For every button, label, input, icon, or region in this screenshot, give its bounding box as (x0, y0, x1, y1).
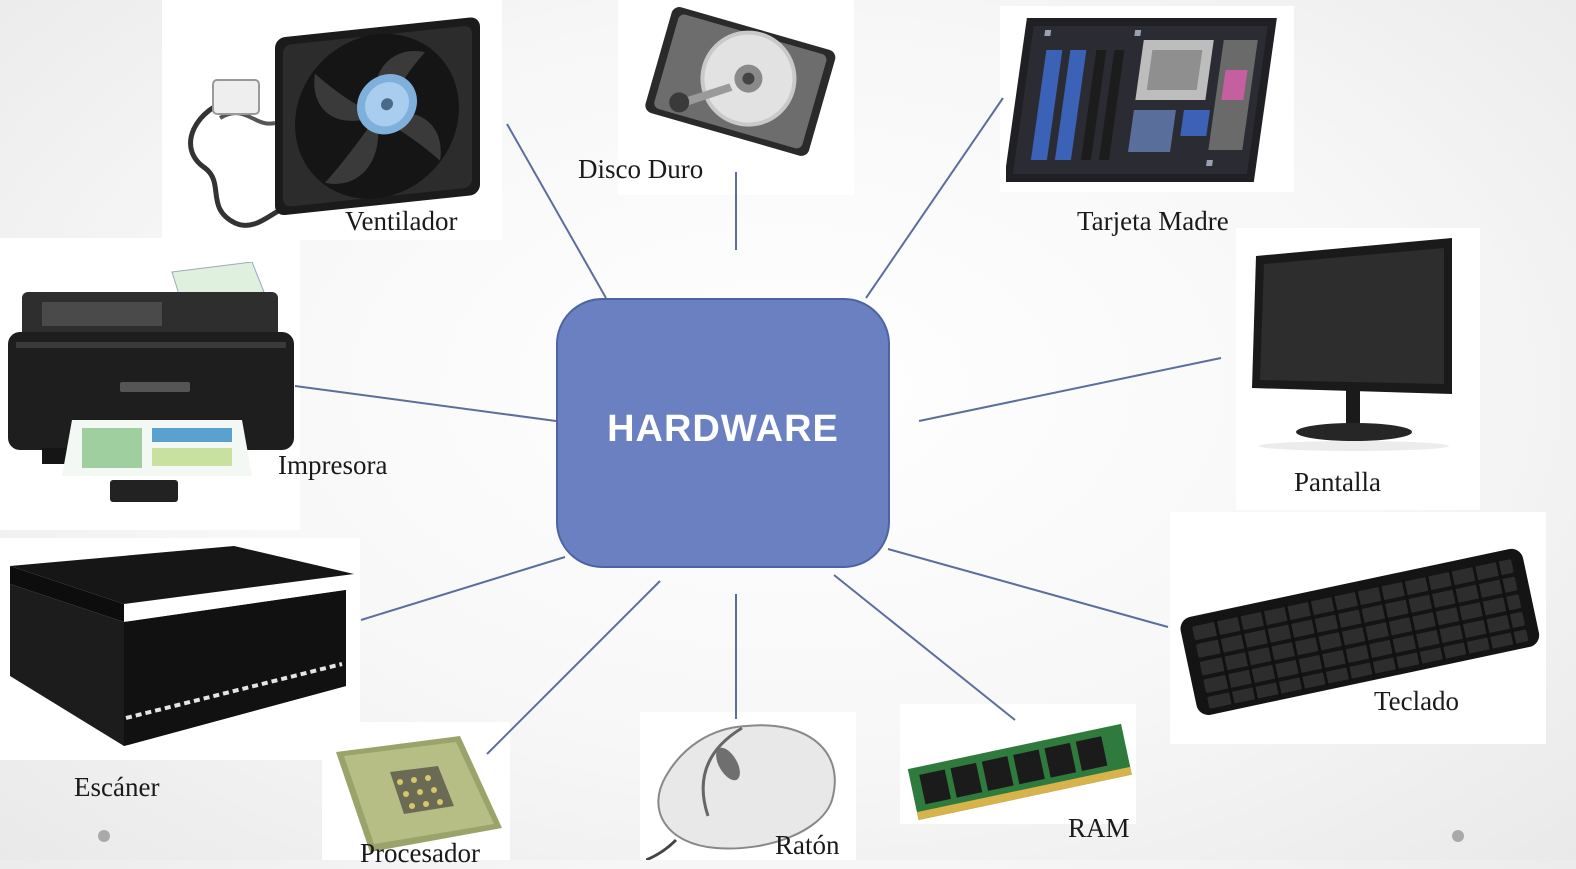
connector-procesador (486, 580, 661, 755)
mouse-icon (646, 724, 836, 860)
label-ram: RAM (1068, 813, 1130, 843)
slide-dot-right (1452, 830, 1464, 842)
scanner-icon (10, 546, 354, 746)
label-raton: Ratón (775, 830, 840, 860)
printer-icon (8, 262, 294, 502)
connector-ram (833, 574, 1016, 721)
monitor-icon (1252, 238, 1452, 451)
hard-disk-icon (645, 7, 836, 156)
connector-escaner (360, 556, 566, 621)
label-impresora: Impresora (278, 450, 388, 480)
ram-icon (907, 723, 1132, 820)
label-disco-duro: Disco Duro (578, 154, 704, 184)
label-procesador: Procesador (360, 838, 480, 868)
label-tarjeta-madre: Tarjeta Madre (1077, 206, 1229, 236)
slide-dot-left (98, 830, 110, 842)
motherboard-icon (1006, 18, 1277, 182)
cpu-icon (336, 736, 502, 852)
hub-title: HARDWARE (607, 407, 839, 450)
label-escaner: Escáner (74, 772, 160, 802)
label-teclado: Teclado (1374, 686, 1460, 716)
fan-icon (188, 17, 480, 228)
hardware-hub: HARDWARE (556, 298, 890, 568)
keyboard-icon (1180, 548, 1540, 715)
label-pantalla: Pantalla (1294, 467, 1381, 497)
connector-ventilador (506, 123, 607, 299)
label-ventilador: Ventilador (345, 206, 458, 236)
connector-teclado (887, 548, 1169, 628)
connector-tarjeta-madre (865, 97, 1004, 299)
connector-pantalla (918, 357, 1222, 422)
connector-impresora (294, 385, 557, 422)
